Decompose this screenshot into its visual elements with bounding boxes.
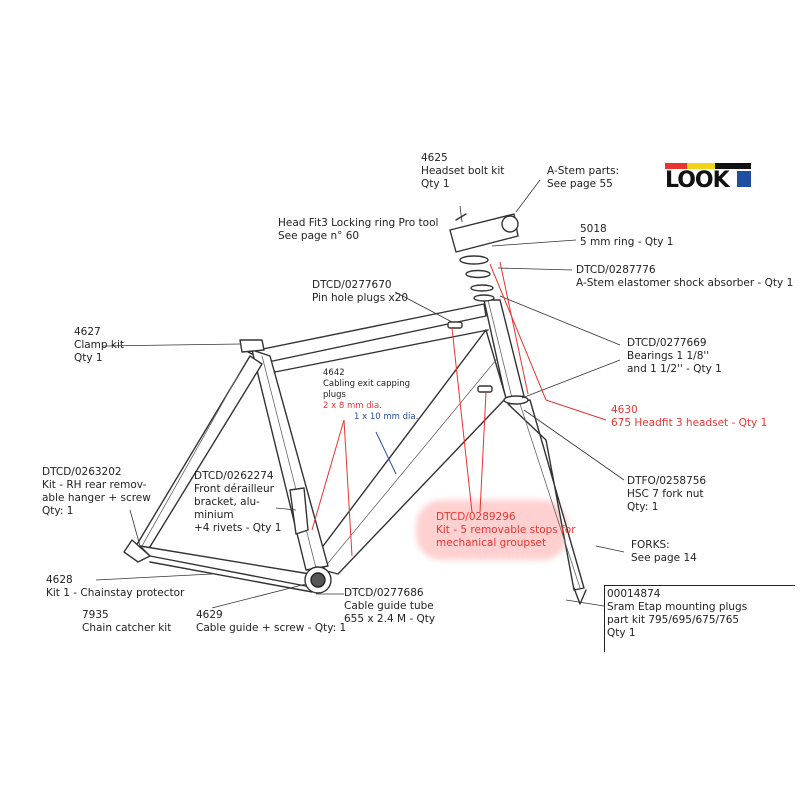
label-line: Head Fit3 Locking ring Pro tool	[278, 217, 439, 229]
label-headset: 4630 675 Headfit 3 headset - Qty 1	[611, 404, 767, 430]
cabling-blue-spec: 1 x 10 mm dia.	[354, 412, 419, 422]
label-line: See page n° 60	[278, 230, 360, 242]
part-name: Cable guide + screw - Qty: 1	[196, 622, 347, 634]
part-qty: +4 rivets - Qty 1	[194, 522, 282, 534]
headset-ring-2	[465, 269, 491, 279]
label-cabling-exit: 4642 Cabling exit capping plugs 2 x 8 mm…	[323, 368, 418, 423]
part-number: DTCD/0263202	[42, 466, 122, 478]
label-pin-hole-plugs: DTCD/0277670 Pin hole plugs x20	[312, 279, 408, 305]
part-qty: Qty 1	[421, 178, 450, 190]
label-fork-nut: DTFO/0258756 HSC 7 fork nut Qty: 1	[627, 475, 706, 514]
part-number: 4642	[323, 368, 345, 378]
stops-highlight	[416, 500, 568, 560]
fork	[507, 399, 585, 591]
part-qty: Qty 1	[607, 627, 636, 639]
part-name: 5 mm ring - Qty 1	[580, 236, 674, 248]
label-derailleur-bracket: DTCD/0262274 Front dérailleur bracket, a…	[194, 470, 281, 535]
label-forks: FORKS: See page 14	[631, 539, 697, 565]
label-cable-guide-tube: DTCD/0277686 Cable guide tube 655 x 2.4 …	[344, 587, 435, 626]
logo-black-bar	[715, 163, 751, 169]
logo-yellow-bar	[687, 163, 715, 169]
label-elastomer: DTCD/0287776 A-Stem elastomer shock abso…	[576, 264, 793, 290]
part-name: bracket, alu-	[194, 496, 260, 508]
part-number: 4628	[46, 574, 73, 586]
part-number: 4627	[74, 326, 101, 338]
part-number: DTFO/0258756	[627, 475, 707, 487]
part-number: DTCD/0277669	[627, 337, 707, 349]
part-name: Chain catcher kit	[82, 622, 172, 634]
part-name: able hanger + screw	[42, 492, 151, 504]
part-number: DTCD/0289296	[436, 511, 516, 523]
label-headset-bolt: 4625 Headset bolt kit Qty 1	[421, 152, 504, 191]
label-cable-guide: 4629 Cable guide + screw - Qty: 1	[196, 609, 346, 635]
part-number: 7935	[82, 609, 109, 621]
part-number: 5018	[580, 223, 607, 235]
part-name: 675 Headfit 3 headset - Qty 1	[611, 417, 768, 429]
label-line: A-Stem parts:	[547, 165, 620, 177]
part-name: Kit 1 - Chainstay protector	[46, 587, 185, 599]
part-name: Front dérailleur	[194, 483, 274, 495]
part-number: 00014874	[607, 588, 661, 600]
rear-dropout	[123, 539, 151, 563]
part-qty: Qty 1	[74, 352, 103, 364]
logo-text: LOOK	[665, 168, 730, 193]
part-name: Clamp kit	[74, 339, 125, 351]
logo-blue-square	[737, 171, 751, 187]
part-name: Cabling exit capping	[323, 379, 411, 389]
label-sram-plugs: 00014874 Sram Etap mounting plugs part k…	[607, 588, 747, 640]
part-name: A-Stem elastomer shock absorber - Qty 1	[576, 277, 794, 289]
label-line: See page 55	[547, 178, 613, 190]
sram-part-box	[604, 585, 795, 652]
part-number: DTCD/0287776	[576, 264, 656, 276]
cable-port-1	[447, 321, 463, 329]
stem	[449, 213, 519, 253]
part-name: Bearings 1 1/8''	[627, 350, 710, 362]
part-number: 4629	[196, 609, 223, 621]
part-name: Kit - 5 removable stops for	[436, 524, 576, 536]
part-number: 4630	[611, 404, 638, 416]
seat-tube	[251, 349, 329, 571]
seat-clamp	[239, 339, 265, 353]
label-clamp-kit: 4627 Clamp kit Qty 1	[74, 326, 124, 365]
part-name: Kit - RH rear remov-	[42, 479, 147, 491]
label-line: See page 14	[631, 552, 697, 564]
cabling-red-spec: 2 x 8 mm dia.	[323, 401, 382, 411]
part-name: part kit 795/695/675/765	[607, 614, 740, 626]
label-rear-hanger: DTCD/0263202 Kit - RH rear remov- able h…	[42, 466, 151, 518]
down-tube	[307, 329, 507, 575]
part-number: 4625	[421, 152, 448, 164]
part-name: Sram Etap mounting plugs	[607, 601, 748, 613]
part-name: Cable guide tube	[344, 600, 434, 612]
part-number: DTCD/0277686	[344, 587, 424, 599]
part-qty: and 1 1/2'' - Qty 1	[627, 363, 722, 375]
label-locking-ring: Head Fit3 Locking ring Pro tool See page…	[278, 217, 438, 243]
headset-ring-1	[459, 255, 489, 265]
headset-ring-4	[473, 294, 495, 302]
cable-port-2	[477, 385, 493, 393]
part-name: plugs	[323, 390, 346, 400]
part-name: minium	[194, 509, 234, 521]
look-logo: LOOK	[665, 163, 751, 193]
part-qty: Qty: 1	[42, 505, 74, 517]
label-bearings: DTCD/0277669 Bearings 1 1/8'' and 1 1/2'…	[627, 337, 722, 376]
part-number: DTCD/0277670	[312, 279, 392, 291]
part-number: DTCD/0262274	[194, 470, 274, 482]
headset-ring-3	[470, 284, 494, 292]
label-chain-catcher: 7935 Chain catcher kit	[82, 609, 171, 635]
part-qty: Qty: 1	[627, 501, 659, 513]
part-qty: 655 x 2.4 M - Qty	[344, 613, 436, 625]
derailleur-bracket	[289, 487, 309, 535]
part-name: Headset bolt kit	[421, 165, 505, 177]
label-removable-stops: DTCD/0289296 Kit - 5 removable stops for…	[436, 511, 576, 550]
label-chainstay-protector: 4628 Kit 1 - Chainstay protector	[46, 574, 184, 600]
part-name: HSC 7 fork nut	[627, 488, 704, 500]
part-name: Pin hole plugs x20	[312, 292, 409, 304]
logo-red-bar	[665, 163, 687, 169]
label-line: FORKS:	[631, 539, 670, 551]
label-5mm-ring: 5018 5 mm ring - Qty 1	[580, 223, 673, 249]
label-astem-parts: A-Stem parts: See page 55	[547, 165, 619, 191]
part-name: mechanical groupset	[436, 537, 547, 549]
